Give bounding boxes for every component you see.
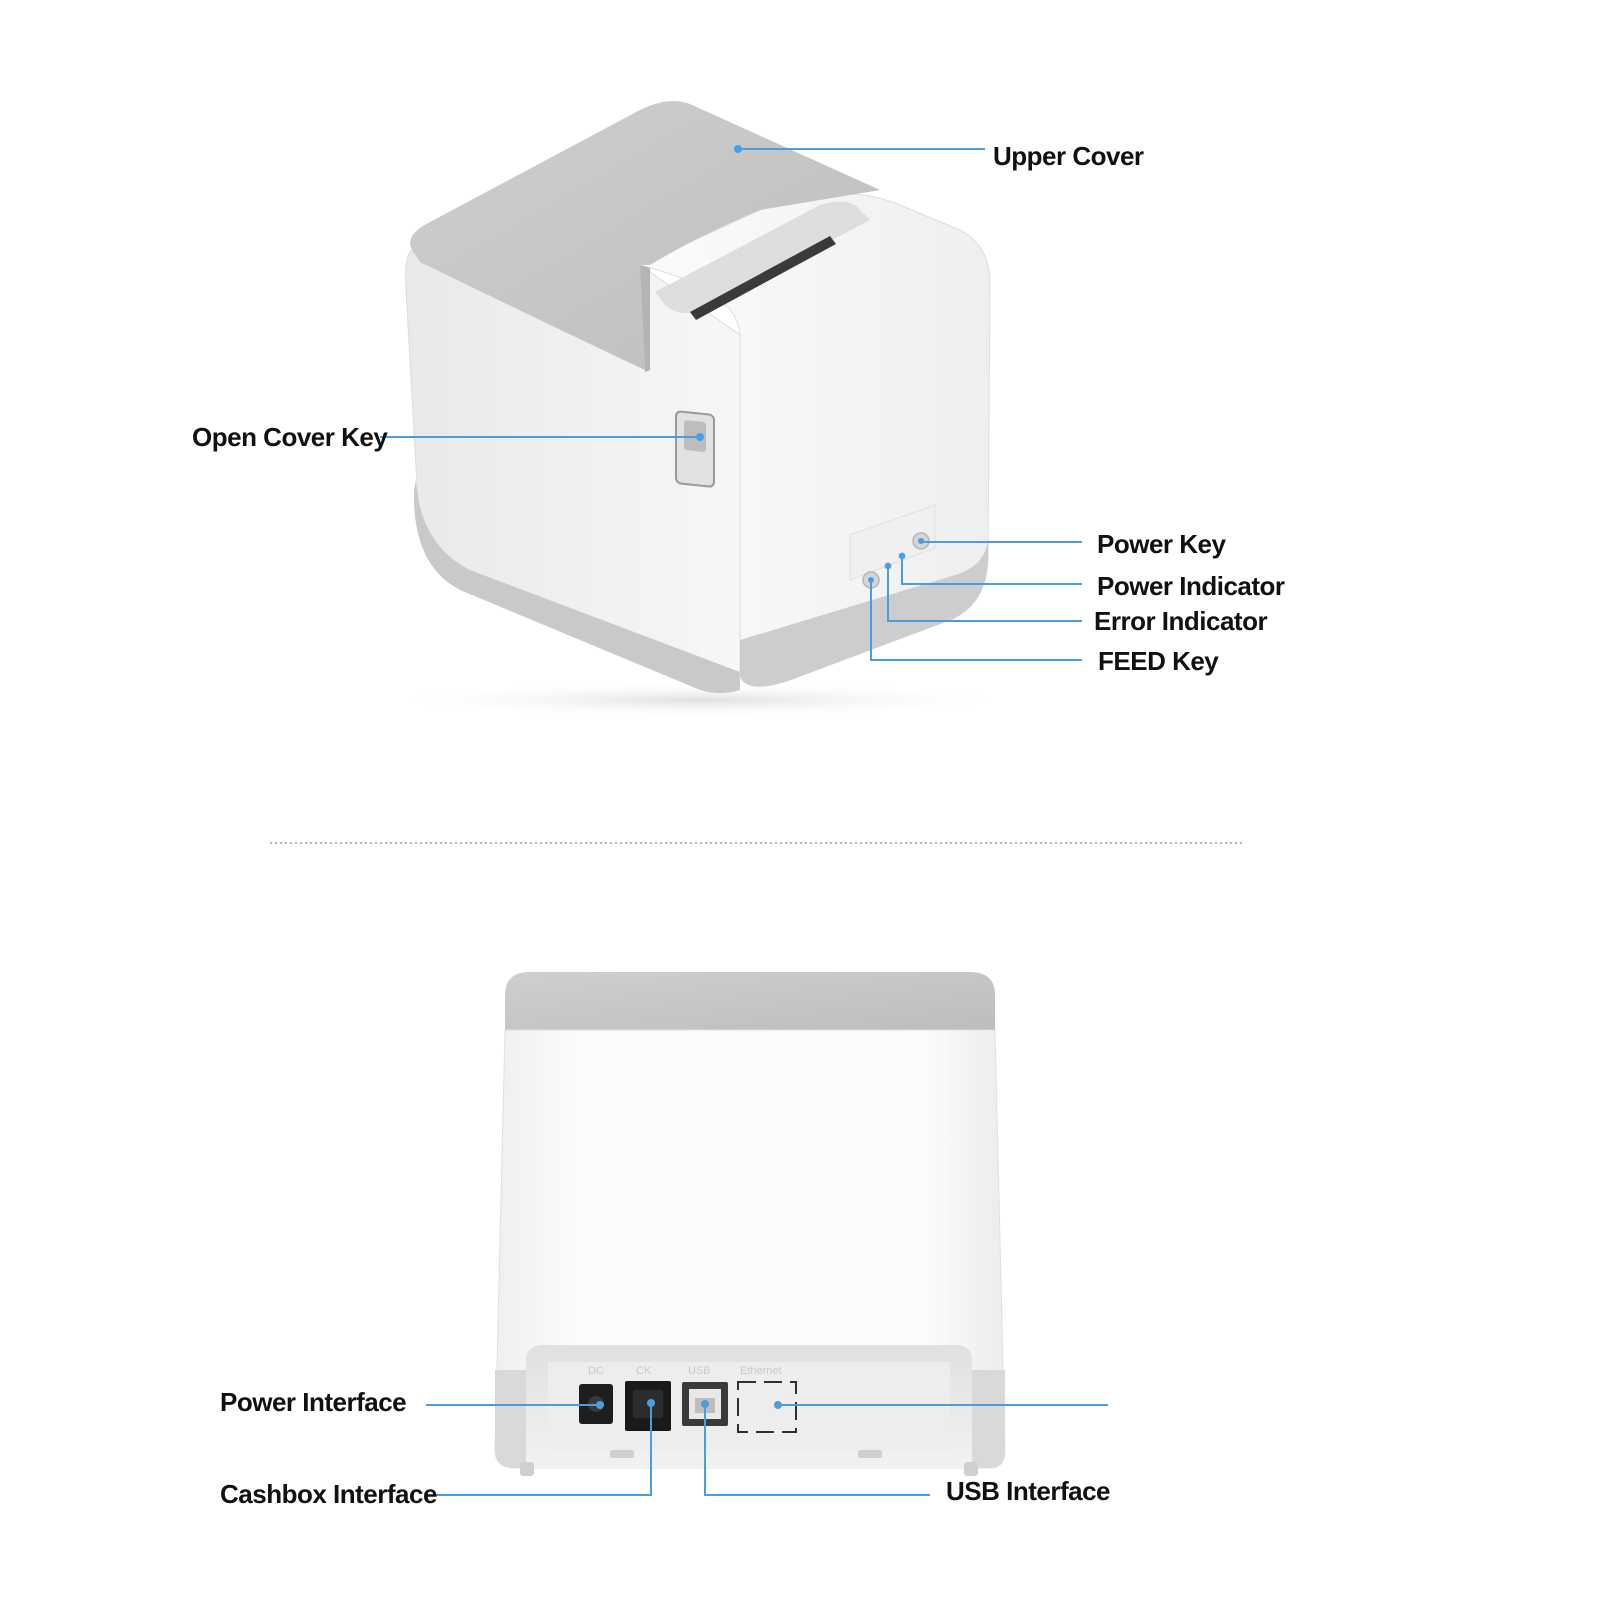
- feed-key-label: FEED Key: [1098, 646, 1219, 676]
- power-interface-marker: [596, 1401, 604, 1409]
- open-cover-key-marker: [696, 433, 704, 441]
- front-leader-lines: [380, 145, 1082, 661]
- power-indicator-leader: [901, 556, 1082, 585]
- dc-port-label: DC: [588, 1365, 604, 1377]
- ck-port-label: CK: [636, 1365, 652, 1377]
- ethernet-interface-marker: [774, 1401, 782, 1409]
- usb-interface-marker: [701, 1400, 709, 1408]
- cashbox-interface-leader: [426, 1403, 652, 1496]
- usb-interface-label: USB Interface: [946, 1476, 1110, 1506]
- usb-port-label: USB: [688, 1365, 711, 1377]
- rear-leader-lines: [426, 1399, 1108, 1496]
- usb-interface-leader: [704, 1404, 930, 1496]
- ethernet-port-label: Ethernet: [740, 1365, 782, 1377]
- front-printer-illustration: [380, 101, 1020, 718]
- ethernet-port: [737, 1381, 797, 1433]
- open-cover-key-label: Open Cover Key: [192, 422, 388, 452]
- error-indicator-leader: [887, 566, 1082, 622]
- cashbox-interface-marker: [647, 1399, 655, 1407]
- power-indicator-label: Power Indicator: [1097, 571, 1285, 601]
- power-key-label: Power Key: [1097, 529, 1226, 559]
- power-interface-label: Power Interface: [220, 1387, 406, 1417]
- upper-cover-label: Upper Cover: [993, 141, 1144, 171]
- cashbox-interface-label: Cashbox Interface: [220, 1479, 437, 1509]
- feed-key-leader: [870, 580, 1082, 661]
- error-indicator-label: Error Indicator: [1094, 606, 1267, 636]
- rear-callouts: Power Interface Cashbox Interface USB In…: [220, 1387, 1111, 1509]
- rear-printer-illustration: DC CK USB Ethernet: [494, 972, 1006, 1476]
- front-callouts: Upper Cover Open Cover Key Power Key Pow…: [192, 141, 1285, 676]
